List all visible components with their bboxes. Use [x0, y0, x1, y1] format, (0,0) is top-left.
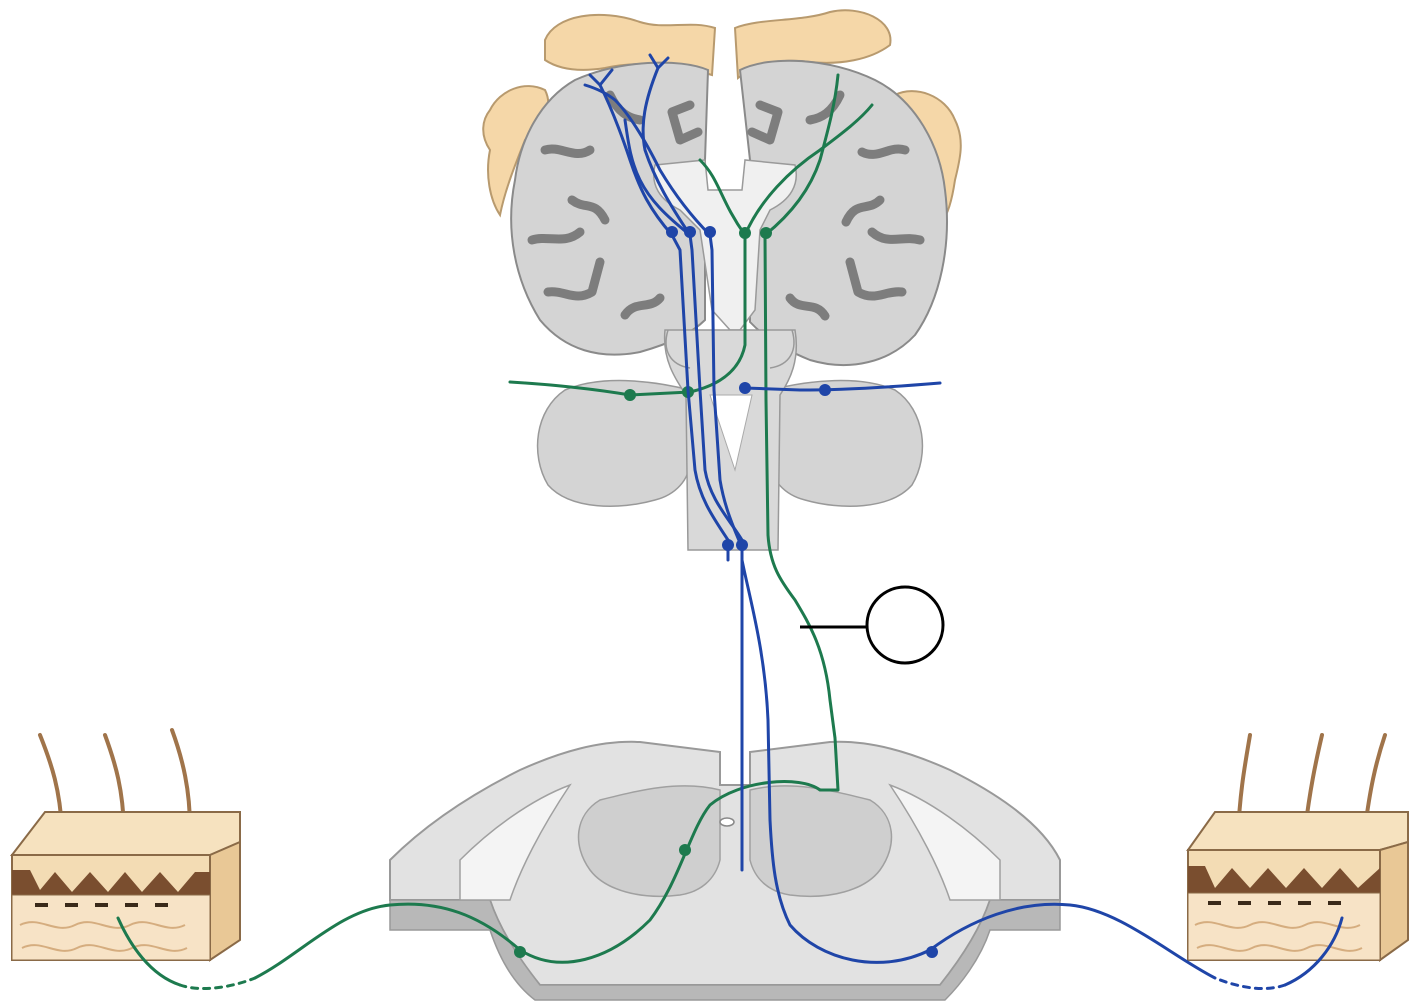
- spinal-cord: [390, 742, 1060, 1000]
- blue-neuron-dot: [926, 946, 938, 958]
- blue-neuron-dot: [736, 539, 748, 551]
- green-neuron-dot: [514, 946, 526, 958]
- central-canal: [720, 818, 734, 826]
- skin-side-right: [1380, 842, 1408, 960]
- blue-peripheral-axon-dashed: [1215, 978, 1285, 989]
- blue-neuron-dot: [739, 382, 751, 394]
- green-neuron-dot: [739, 227, 751, 239]
- cerebellum-left: [538, 381, 690, 507]
- label-circle[interactable]: [867, 587, 943, 663]
- skin-block-left: [12, 730, 240, 960]
- cerebrum: [511, 61, 947, 365]
- cerebellum-right: [770, 381, 922, 507]
- skin-top-left: [12, 812, 240, 855]
- green-peripheral-axon-dashed: [180, 978, 255, 989]
- blue-neuron-dot: [704, 226, 716, 238]
- blue-neuron-dot: [722, 539, 734, 551]
- green-neuron-dot: [760, 227, 772, 239]
- blue-neuron-dot: [684, 226, 696, 238]
- skin-side-left: [210, 842, 240, 960]
- skin-top-right: [1188, 812, 1408, 850]
- blue-neuron-dot: [819, 384, 831, 396]
- skin-block-right: [1188, 735, 1408, 960]
- green-neuron-dot: [624, 389, 636, 401]
- grey-matter-left: [579, 786, 720, 896]
- blue-neuron-dot: [666, 226, 678, 238]
- green-neuron-dot: [679, 844, 691, 856]
